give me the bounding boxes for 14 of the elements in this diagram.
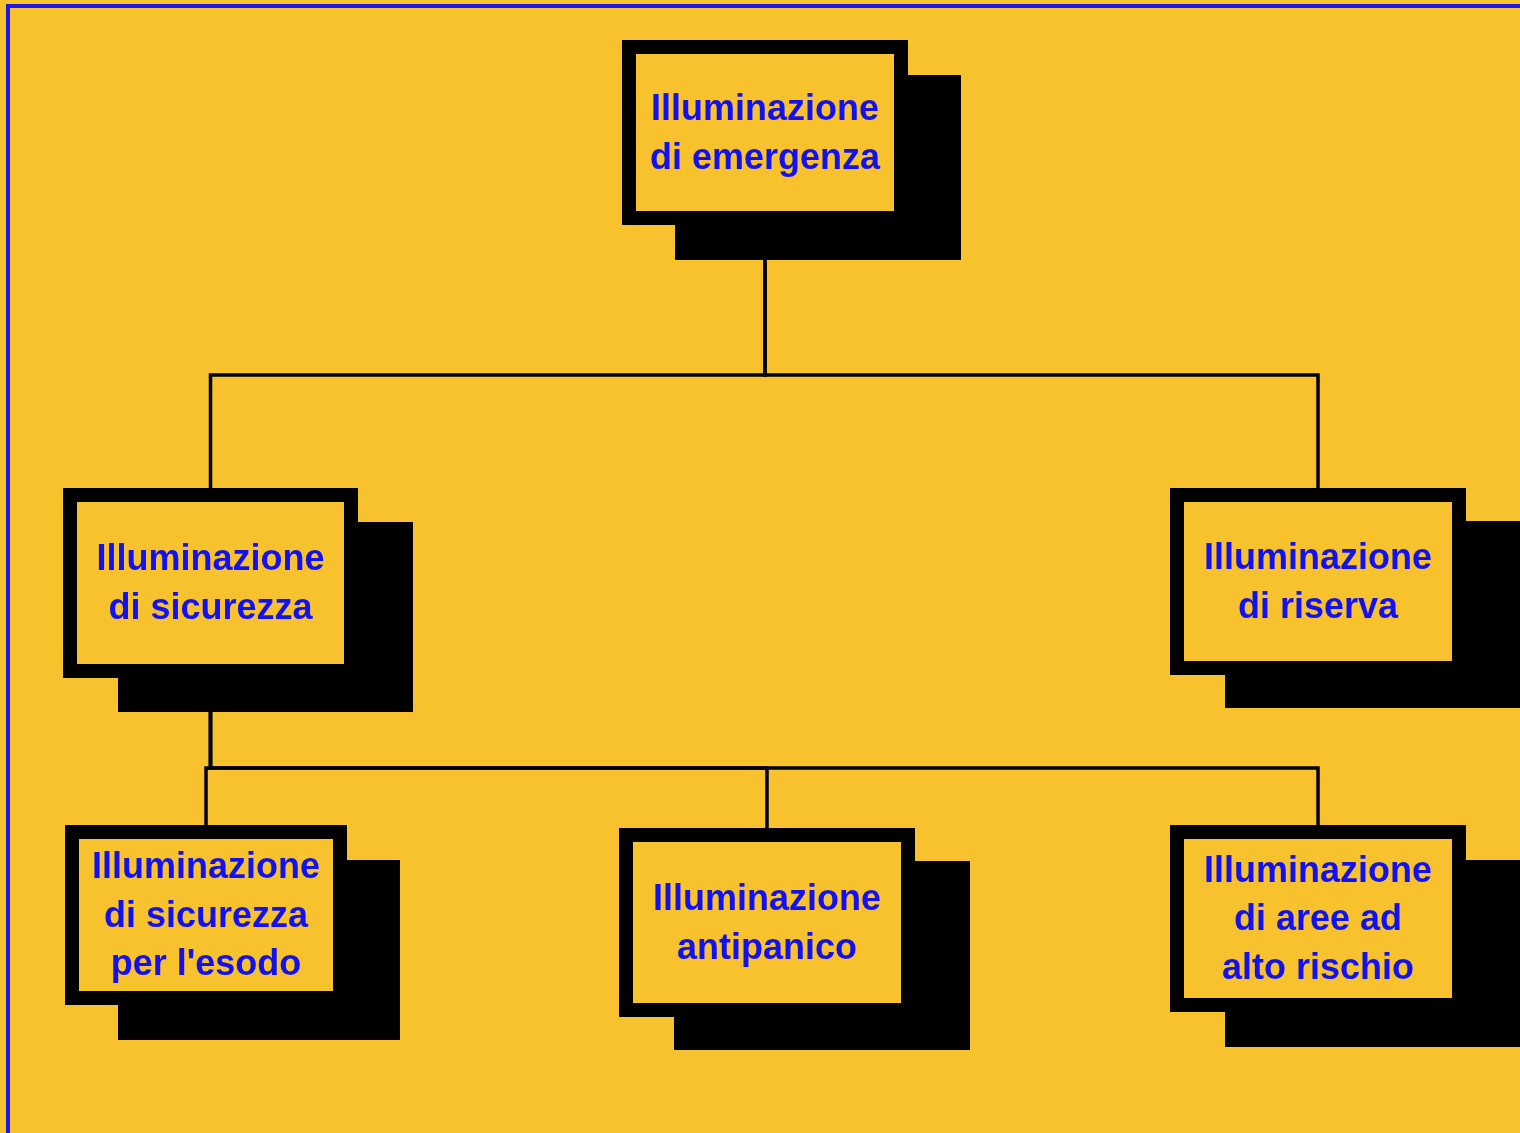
- shadowed-box: [65, 825, 400, 1040]
- shadowed-box: [1170, 825, 1520, 1047]
- box-label: Illuminazione antipanico: [652, 875, 882, 969]
- box-label: Illuminazione di sicurezza: [95, 536, 326, 629]
- connector-line: [763, 260, 1320, 488]
- connector-line: [208, 712, 1320, 825]
- box-label: Illuminazione di sicurezza per l'esodo: [91, 844, 321, 986]
- shadowed-box: [619, 828, 970, 1050]
- shadowed-box: [63, 488, 413, 712]
- box-label: Illuminazione di riserva: [1203, 534, 1433, 628]
- shadowed-box: [622, 40, 961, 260]
- box-label: Illuminazione di aree ad alto rischio: [1203, 847, 1433, 989]
- box-label: Illuminazione di emergenza: [648, 85, 882, 179]
- shadowed-box: [1170, 488, 1520, 708]
